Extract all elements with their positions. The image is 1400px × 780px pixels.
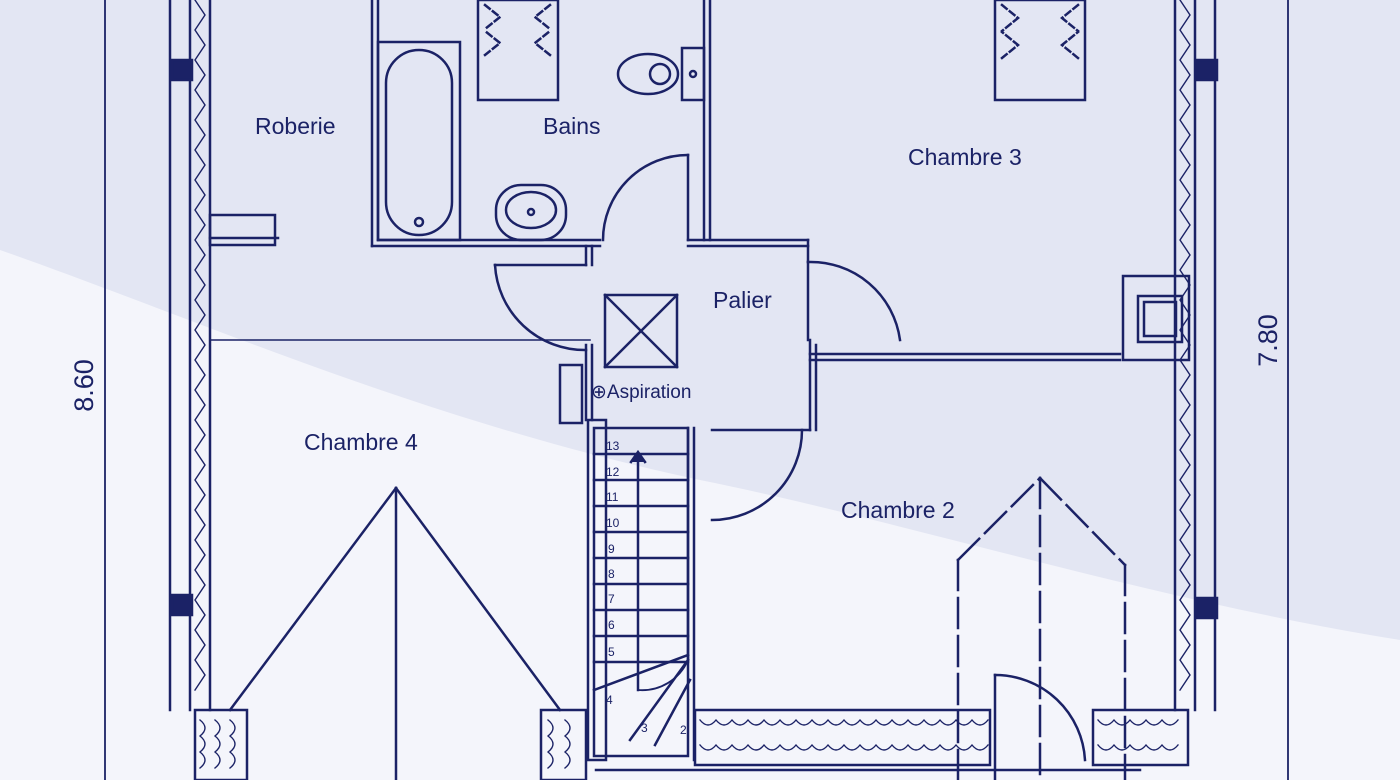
chambre4-roof-window: [228, 486, 562, 780]
dimension-right: 7.80: [1252, 314, 1283, 367]
room-label-bains: Bains: [543, 113, 601, 139]
toilet: [616, 46, 706, 102]
chambre3-fixture: [993, 0, 1087, 102]
stair-step-number: 8: [608, 567, 615, 581]
stair-step-number: 12: [606, 465, 620, 479]
roberie-shelf: [208, 213, 277, 247]
left-outer-wall: [168, 0, 212, 712]
stair-step-number: 7: [608, 592, 615, 606]
stair-step-number: 3: [641, 721, 648, 735]
room-label-chambre4: Chambre 4: [304, 429, 418, 455]
ventilation-hatch: [603, 293, 679, 369]
washbasin-top: [476, 0, 560, 102]
dimension-left: 8.60: [68, 359, 99, 412]
stair-step-number: 2: [680, 723, 687, 737]
staircase: [586, 418, 696, 762]
stair-step-number: 6: [608, 618, 615, 632]
chambre2-small-door: [993, 673, 1087, 780]
room-label-roberie: Roberie: [255, 113, 336, 139]
aspiration-panel: [558, 363, 584, 425]
stair-step-number: 5: [608, 645, 615, 659]
bathtub: [376, 40, 462, 242]
aspiration-icon: ⊕: [591, 382, 607, 403]
palier-walls: [584, 238, 1122, 432]
stair-step-number: 9: [608, 542, 615, 556]
stair-step-number: 13: [606, 439, 620, 453]
stair-step-number: 4: [606, 693, 613, 707]
aspiration-text: Aspiration: [606, 382, 692, 403]
door-chambre3: [806, 260, 902, 342]
right-outer-wall: [1173, 0, 1219, 712]
aspiration-label: ⊕Aspiration: [591, 383, 691, 402]
chambre2-roof-window: [956, 476, 1127, 780]
door-bains: [601, 153, 690, 242]
stair-step-number: 11: [606, 490, 619, 504]
room-label-chambre2: Chambre 2: [841, 497, 955, 523]
paper-shadow: [0, 0, 1400, 640]
room-label-palier: Palier: [713, 287, 772, 313]
door-chambre2: [710, 428, 812, 522]
bottom-walls: [193, 708, 1190, 780]
room-label-chambre3: Chambre 3: [908, 144, 1022, 170]
sink: [494, 183, 568, 242]
stair-step-number: 10: [606, 516, 620, 530]
chimney-block: [1121, 274, 1191, 362]
door-roberie: [493, 263, 588, 352]
